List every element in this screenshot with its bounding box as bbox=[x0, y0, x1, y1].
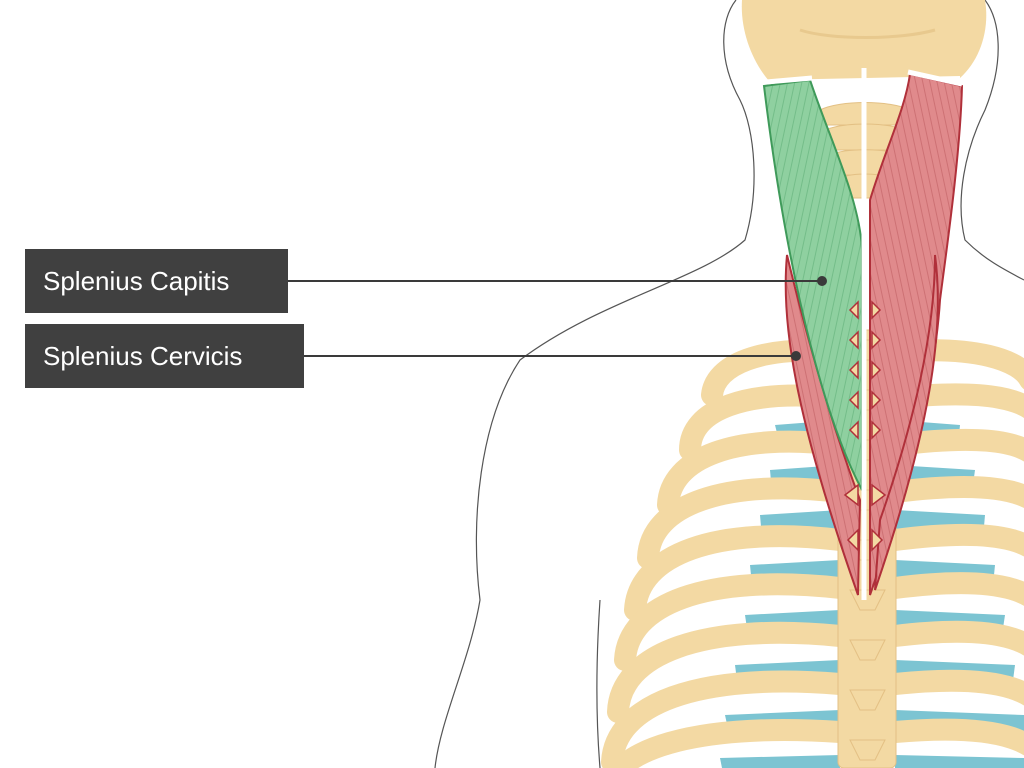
label-splenius-capitis: Splenius Capitis bbox=[25, 249, 288, 313]
body-outline bbox=[434, 0, 1024, 768]
splenius-right-lateral bbox=[874, 254, 939, 591]
label-splenius-cervicis: Splenius Cervicis bbox=[25, 324, 304, 388]
leader-lines bbox=[288, 276, 827, 361]
skull-base-line bbox=[765, 75, 813, 85]
splenius-capitis-left bbox=[762, 78, 863, 491]
skull-base-line-right bbox=[907, 69, 963, 87]
spinous-notches bbox=[843, 300, 887, 552]
